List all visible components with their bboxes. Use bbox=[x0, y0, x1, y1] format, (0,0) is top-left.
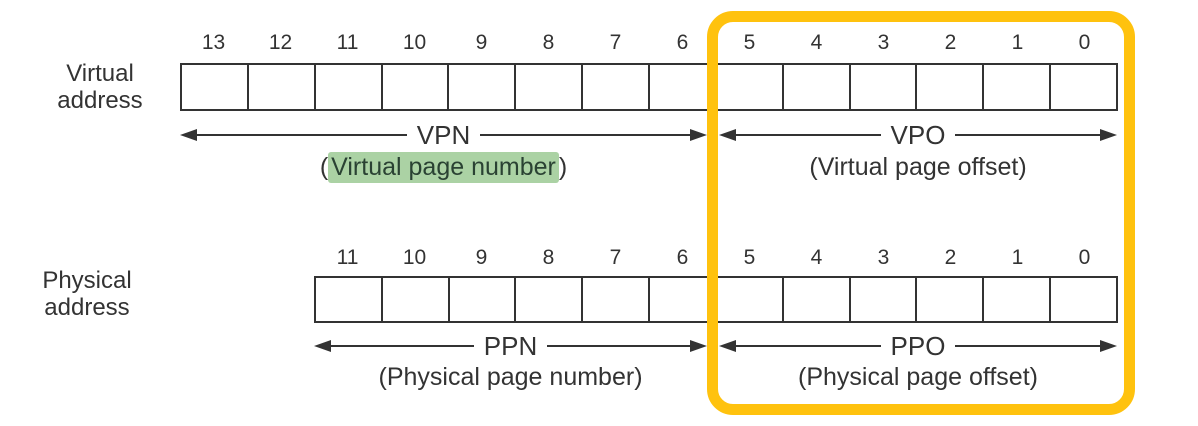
vpn-label: VPN bbox=[416, 120, 471, 150]
paren-close: ) bbox=[1018, 153, 1027, 181]
bit-cell bbox=[717, 278, 784, 321]
ppn-full-name: Physical page number bbox=[386, 363, 635, 391]
bit-number-label: 4 bbox=[810, 31, 823, 54]
virtual-address-label-line2: address bbox=[57, 87, 143, 114]
bit-number-label: 5 bbox=[743, 246, 756, 269]
arrow-line bbox=[955, 344, 1101, 348]
page-offset-highlight-frame bbox=[707, 11, 1135, 415]
bit-cell bbox=[516, 65, 584, 109]
arrowhead-left-icon bbox=[314, 340, 331, 352]
virtual-address-label-line1: Virtual bbox=[66, 60, 134, 87]
virtual-address-label: Virtual address bbox=[30, 60, 170, 114]
bit-cell bbox=[449, 65, 517, 109]
physical-address-label-line2: address bbox=[44, 294, 130, 321]
bit-number-label: 9 bbox=[475, 246, 488, 269]
arrowhead-right-icon bbox=[1100, 340, 1118, 352]
arrow-line bbox=[955, 133, 1101, 137]
vpo-extent-arrow: VPO bbox=[719, 120, 1118, 150]
paren-close: ) bbox=[558, 153, 568, 181]
arrow-line bbox=[480, 133, 690, 137]
bit-cell bbox=[984, 65, 1052, 109]
vpo-caption: (Virtual page offset) bbox=[719, 151, 1117, 184]
bit-cell bbox=[383, 278, 450, 321]
paren-open: ( bbox=[798, 363, 807, 391]
bit-number-label: 1 bbox=[1011, 31, 1024, 54]
bit-cell bbox=[717, 65, 784, 109]
bit-number-label: 1 bbox=[1011, 246, 1024, 269]
bit-number-label: 10 bbox=[402, 246, 427, 269]
bit-number-label: 5 bbox=[743, 31, 756, 54]
bit-number-label: 10 bbox=[402, 31, 427, 54]
vpn-extent-arrow: VPN bbox=[180, 122, 707, 148]
arrow-line bbox=[547, 344, 690, 348]
bit-cell bbox=[450, 278, 517, 321]
vpo-label: VPO bbox=[890, 120, 946, 150]
bit-cell bbox=[984, 278, 1052, 321]
ppo-full-name: Physical page offset bbox=[806, 363, 1030, 391]
bit-number-label: 2 bbox=[944, 246, 957, 269]
ppn-caption: (Physical page number) bbox=[314, 361, 707, 394]
arrowhead-left-icon bbox=[719, 340, 736, 352]
bit-number-label: 11 bbox=[336, 246, 359, 269]
bit-number-label: 12 bbox=[268, 31, 293, 54]
paren-open: ( bbox=[378, 363, 387, 391]
bit-cell bbox=[917, 65, 985, 109]
bit-number-label: 8 bbox=[542, 31, 555, 54]
arrowhead-right-icon bbox=[690, 340, 707, 352]
bit-cell bbox=[383, 65, 450, 109]
bit-number-label: 4 bbox=[810, 246, 823, 269]
vpn-caption: (Virtual page number) bbox=[180, 151, 707, 184]
bit-cell bbox=[851, 278, 918, 321]
bit-cell bbox=[851, 65, 918, 109]
arrow-line bbox=[331, 344, 474, 348]
arrow-line bbox=[736, 133, 881, 137]
physical-address-label: Physical address bbox=[17, 267, 157, 321]
bit-number-label: 0 bbox=[1078, 246, 1091, 269]
arrow-line bbox=[736, 344, 881, 348]
bit-number-label: 9 bbox=[475, 31, 488, 54]
bit-cell bbox=[182, 65, 249, 109]
bit-cell bbox=[784, 65, 851, 109]
bit-number-label: 6 bbox=[676, 246, 689, 269]
virtual-address-bit-cells bbox=[180, 63, 1118, 111]
bit-number-label: 0 bbox=[1078, 31, 1091, 54]
arrowhead-right-icon bbox=[1100, 129, 1118, 141]
arrow-line bbox=[197, 133, 407, 137]
vpn-full-name-highlighted: Virtual page number bbox=[328, 152, 559, 183]
bit-number-label: 7 bbox=[609, 31, 622, 54]
arrowhead-right-icon bbox=[690, 129, 707, 141]
vpo-full-name: Virtual page offset bbox=[817, 153, 1019, 181]
ppo-caption: (Physical page offset) bbox=[719, 361, 1117, 394]
paren-close: ) bbox=[1029, 363, 1038, 391]
bit-number-label: 8 bbox=[542, 246, 555, 269]
physical-address-label-line1: Physical bbox=[42, 267, 132, 294]
bit-number-label: 11 bbox=[336, 31, 359, 54]
ppn-label: PPN bbox=[483, 331, 538, 361]
ppo-extent-arrow: PPO bbox=[719, 331, 1118, 361]
bit-cell bbox=[249, 65, 316, 109]
paren-close: ) bbox=[634, 363, 643, 391]
bit-cell bbox=[583, 278, 651, 321]
paren-open: ( bbox=[809, 153, 818, 181]
bit-number-label: 2 bbox=[944, 31, 957, 54]
bit-cell bbox=[583, 65, 651, 109]
bit-cell bbox=[316, 65, 383, 109]
bit-number-label: 6 bbox=[676, 31, 689, 54]
ppo-label: PPO bbox=[890, 331, 946, 361]
bit-cell bbox=[917, 278, 985, 321]
bit-cell bbox=[516, 278, 584, 321]
bit-number-label: 7 bbox=[609, 246, 622, 269]
bit-number-label: 13 bbox=[201, 31, 226, 54]
bit-number-label: 3 bbox=[877, 246, 890, 269]
bit-cell bbox=[784, 278, 851, 321]
paren-open: ( bbox=[319, 153, 329, 181]
bit-number-label: 3 bbox=[877, 31, 890, 54]
arrowhead-left-icon bbox=[719, 129, 736, 141]
ppn-extent-arrow: PPN bbox=[314, 333, 707, 359]
arrowhead-left-icon bbox=[180, 129, 197, 141]
bit-cell bbox=[316, 278, 383, 321]
